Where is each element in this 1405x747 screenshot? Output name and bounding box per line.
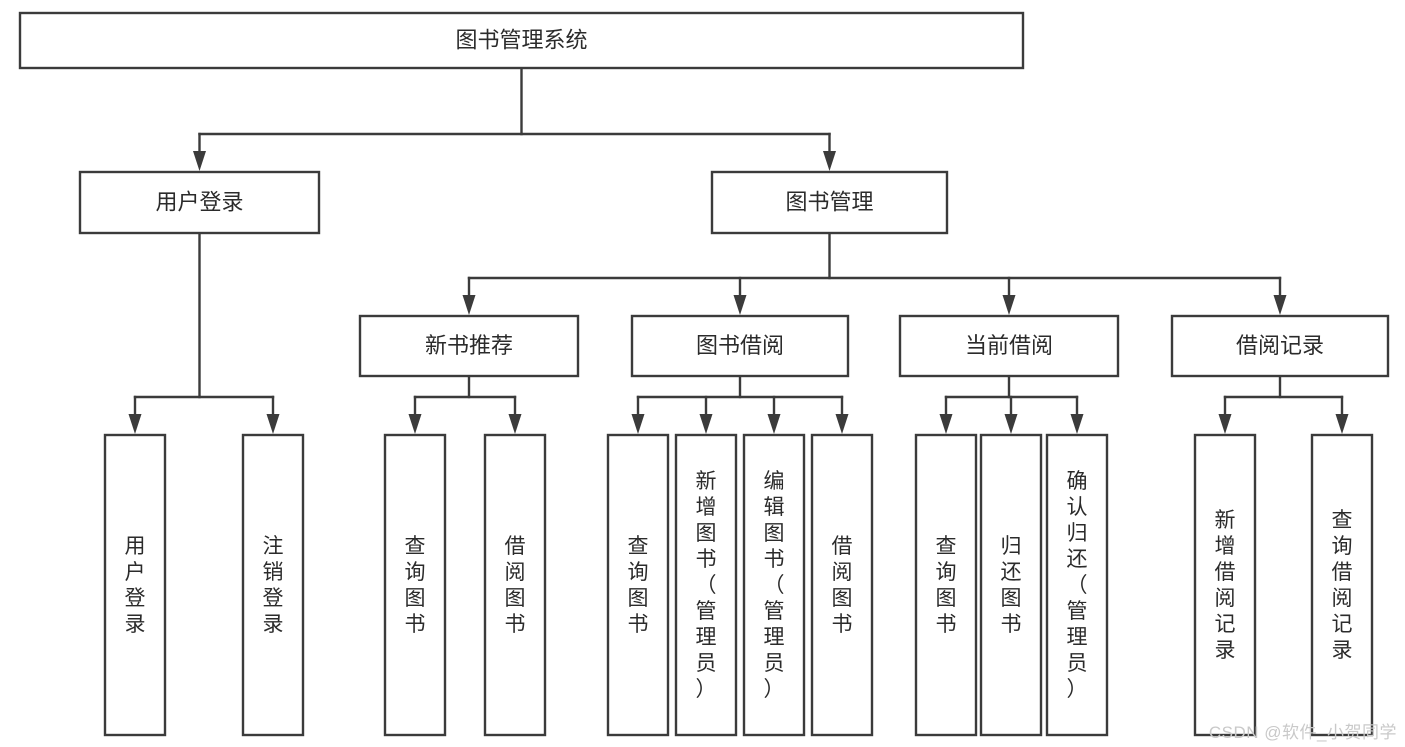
node-leaf-confirm-return[interactable]: 确认归还（管理员） <box>1045 433 1109 737</box>
node-new-book-rec-box[interactable] <box>358 314 580 378</box>
node-leaf-query-record-box[interactable] <box>1310 433 1374 737</box>
node-leaf-edit-book-box[interactable] <box>742 433 806 737</box>
node-book-borrow-box[interactable] <box>630 314 850 378</box>
node-leaf-query-book-borrow-label: 查询图书 <box>628 535 649 636</box>
node-user-login-label: 用户登录 <box>155 189 243 214</box>
node-current-borrow-label: 当前借阅 <box>965 333 1053 358</box>
node-leaf-query-record-label: 查询借阅记录 <box>1332 509 1353 662</box>
node-leaf-confirm-return-label: 确认归还（管理员） <box>1067 470 1088 701</box>
node-leaf-logout-box[interactable] <box>241 433 305 737</box>
node-user-login-box[interactable] <box>78 170 321 235</box>
node-leaf-borrow-book[interactable]: 借阅图书 <box>810 433 874 737</box>
node-borrow-record-box[interactable] <box>1170 314 1390 378</box>
node-book-manage[interactable]: 图书管理 <box>710 170 949 235</box>
node-leaf-query-book-current[interactable]: 查询图书 <box>914 433 978 737</box>
node-leaf-edit-book-label: 编辑图书（管理员） <box>764 470 785 701</box>
node-new-book-rec[interactable]: 新书推荐 <box>358 314 580 378</box>
node-current-borrow[interactable]: 当前借阅 <box>898 314 1120 378</box>
node-leaf-logout-label: 注销登录 <box>263 535 284 636</box>
node-borrow-record[interactable]: 借阅记录 <box>1170 314 1390 378</box>
node-leaf-query-book-borrow[interactable]: 查询图书 <box>606 433 670 737</box>
node-user-login[interactable]: 用户登录 <box>78 170 321 235</box>
node-borrow-record-label: 借阅记录 <box>1236 333 1324 358</box>
node-leaf-confirm-return-box[interactable] <box>1045 433 1109 737</box>
node-root-label: 图书管理系统 <box>455 27 587 52</box>
node-leaf-query-record[interactable]: 查询借阅记录 <box>1310 433 1374 737</box>
node-leaf-borrow-book-rec-label: 借阅图书 <box>505 535 526 636</box>
node-leaf-add-book-box[interactable] <box>674 433 738 737</box>
node-leaf-borrow-book-rec-box[interactable] <box>483 433 547 737</box>
node-leaf-borrow-book-label: 借阅图书 <box>832 535 853 636</box>
node-leaf-edit-book[interactable]: 编辑图书（管理员） <box>742 433 806 737</box>
node-layer: 图书管理系统用户登录图书管理新书推荐图书借阅当前借阅借阅记录用户登录注销登录查询… <box>18 11 1390 737</box>
node-root-box[interactable] <box>18 11 1025 70</box>
node-book-manage-label: 图书管理 <box>785 189 873 214</box>
node-root[interactable]: 图书管理系统 <box>18 11 1025 70</box>
node-leaf-query-book-borrow-box[interactable] <box>606 433 670 737</box>
node-book-borrow-label: 图书借阅 <box>696 333 784 358</box>
node-leaf-query-book-rec[interactable]: 查询图书 <box>383 433 447 737</box>
node-leaf-add-record[interactable]: 新增借阅记录 <box>1193 433 1257 737</box>
node-leaf-query-book-current-box[interactable] <box>914 433 978 737</box>
node-leaf-add-book[interactable]: 新增图书（管理员） <box>674 433 738 737</box>
node-new-book-rec-label: 新书推荐 <box>425 333 513 358</box>
node-book-manage-box[interactable] <box>710 170 949 235</box>
node-leaf-user-login-label: 用户登录 <box>125 535 146 636</box>
node-leaf-return-book-box[interactable] <box>979 433 1043 737</box>
connector-layer <box>128 66 1349 434</box>
node-leaf-return-book[interactable]: 归还图书 <box>979 433 1043 737</box>
node-leaf-user-login[interactable]: 用户登录 <box>103 433 167 737</box>
node-leaf-borrow-book-box[interactable] <box>810 433 874 737</box>
node-leaf-add-record-label: 新增借阅记录 <box>1215 509 1236 662</box>
node-leaf-query-book-rec-box[interactable] <box>383 433 447 737</box>
node-leaf-borrow-book-rec[interactable]: 借阅图书 <box>483 433 547 737</box>
node-leaf-add-book-label: 新增图书（管理员） <box>696 470 717 701</box>
node-leaf-logout[interactable]: 注销登录 <box>241 433 305 737</box>
node-leaf-query-book-current-label: 查询图书 <box>936 535 957 636</box>
node-leaf-user-login-box[interactable] <box>103 433 167 737</box>
node-leaf-add-record-box[interactable] <box>1193 433 1257 737</box>
node-leaf-query-book-rec-label: 查询图书 <box>405 535 426 636</box>
node-current-borrow-box[interactable] <box>898 314 1120 378</box>
node-leaf-return-book-label: 归还图书 <box>1001 535 1022 636</box>
csdn-watermark: CSDN @软件_小贺同学 <box>1208 723 1397 742</box>
node-book-borrow[interactable]: 图书借阅 <box>630 314 850 378</box>
